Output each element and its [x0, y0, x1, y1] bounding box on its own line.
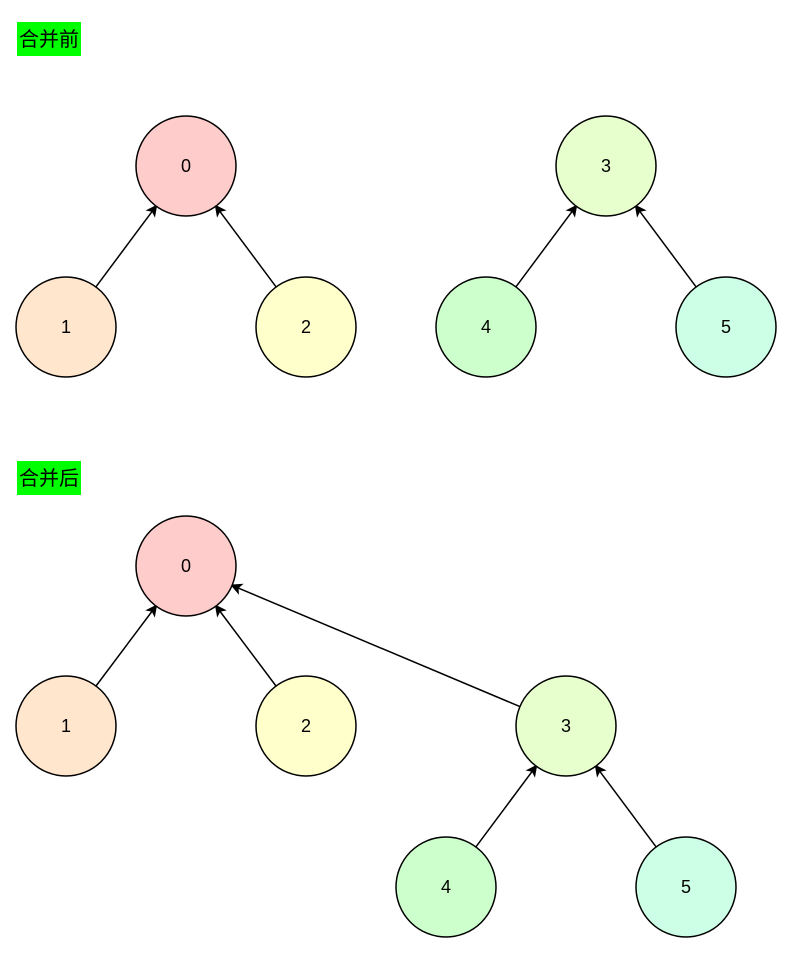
before-node-0-label: 0: [181, 156, 191, 176]
before-node-1: 1: [15, 276, 117, 378]
before-edge-2-to-0: [214, 204, 277, 288]
label-after: 合并后: [17, 461, 81, 495]
before-node-4-label: 4: [481, 317, 491, 337]
before-node-4: 4: [435, 276, 537, 378]
after-node-2-circle: [255, 675, 357, 777]
before-node-4-circle: [435, 276, 537, 378]
after-node-3-label: 3: [561, 716, 571, 736]
before-node-2-label: 2: [301, 317, 311, 337]
before-nodes: 0 1 2 3 4 5: [15, 115, 777, 378]
after-node-0: 0: [135, 515, 237, 617]
after-nodes: 0 1 2 3 4 5: [15, 515, 737, 938]
after-node-1-circle: [15, 675, 117, 777]
after-node-2-label: 2: [301, 716, 311, 736]
after-node-0-label: 0: [181, 556, 191, 576]
after-node-3: 3: [515, 675, 617, 777]
after-node-4: 4: [395, 836, 497, 938]
before-edge-4-to-3: [515, 204, 578, 288]
after-node-2: 2: [255, 675, 357, 777]
before-node-3-label: 3: [601, 156, 611, 176]
before-node-0: 0: [135, 115, 237, 217]
before-edges: [95, 204, 697, 288]
after-node-5-label: 5: [681, 877, 691, 897]
before-edge-1-to-0: [95, 204, 158, 288]
before-node-2: 2: [255, 276, 357, 378]
after-edge-4-to-3: [475, 764, 538, 848]
before-node-3-circle: [555, 115, 657, 217]
before-node-5-label: 5: [721, 317, 731, 337]
before-node-0-circle: [135, 115, 237, 217]
before-node-1-label: 1: [61, 317, 71, 337]
after-edge-3-to-0: [230, 583, 521, 708]
before-node-1-circle: [15, 276, 117, 378]
label-before: 合并前: [17, 22, 81, 56]
after-edges: [95, 583, 657, 848]
after-node-5-circle: [635, 836, 737, 938]
after-edge-5-to-3: [594, 764, 657, 848]
after-node-3-circle: [515, 675, 617, 777]
before-edge-5-to-3: [634, 204, 697, 288]
after-node-1-label: 1: [61, 716, 71, 736]
after-node-5: 5: [635, 836, 737, 938]
after-node-4-label: 4: [441, 877, 451, 897]
before-node-5-circle: [675, 276, 777, 378]
after-edge-1-to-0: [95, 604, 158, 687]
after-edge-2-to-0: [214, 604, 277, 687]
before-node-3: 3: [555, 115, 657, 217]
before-node-5: 5: [675, 276, 777, 378]
after-node-1: 1: [15, 675, 117, 777]
after-node-4-circle: [395, 836, 497, 938]
before-node-2-circle: [255, 276, 357, 378]
after-node-0-circle: [135, 515, 237, 617]
